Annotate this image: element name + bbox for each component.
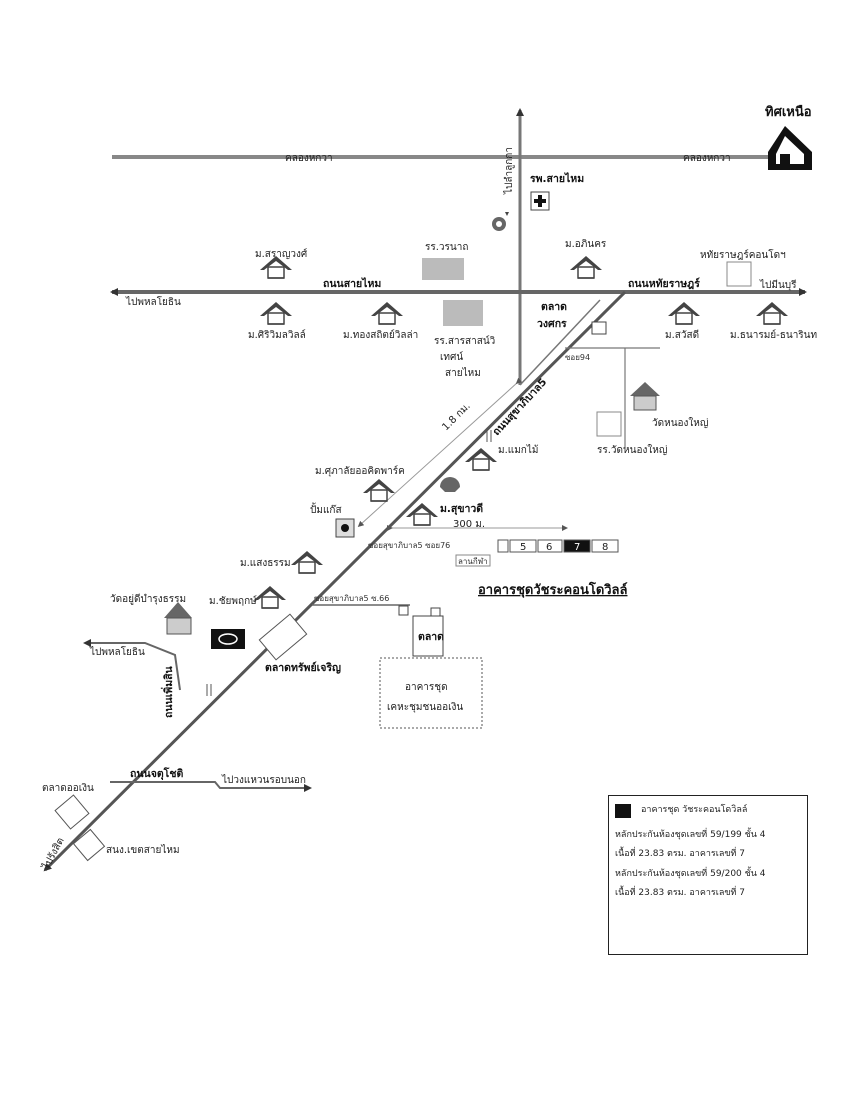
khlong-hok-wa-right-label: คลองหกวา — [683, 153, 731, 164]
or-ngoen-condo-box — [379, 657, 483, 729]
apinakorn-label: ม.อภินคร — [565, 239, 607, 250]
chatuchot-road — [110, 781, 312, 792]
wongsakorn-market-label-2: วงศกร — [537, 318, 567, 330]
apinakorn-house-icon — [569, 255, 603, 279]
sriwimon-house-icon — [259, 301, 293, 325]
petrol-station-icon — [492, 212, 509, 231]
distance-label-1: 1.8 กม. — [440, 401, 472, 433]
small-market-label: ตลาด — [418, 631, 444, 643]
shell-station-icon — [440, 477, 460, 492]
sukhapiban5-road — [43, 290, 627, 872]
district-office-box — [72, 828, 106, 862]
makmai-label: ม.แมกไม้ — [498, 444, 538, 456]
toyota-dealer-icon — [211, 629, 245, 649]
distance-line-1 — [357, 377, 523, 528]
soi-94-label: ซอย94 — [565, 353, 590, 362]
parking-label: ลานกีฬา — [458, 557, 488, 566]
legend-swatch — [615, 804, 631, 818]
distance-label-2: 300 ม. — [453, 519, 485, 530]
building-number-5: 5 — [520, 542, 526, 553]
sarasas-label-1: รร.สารสาสน์วิ — [434, 335, 495, 347]
north-compass-icon — [768, 126, 812, 170]
small-market-box — [412, 615, 444, 657]
hathairat-condo-label: หทัยราษฎร์คอนโดฯ — [700, 248, 786, 261]
hospital-label: รพ.สายไหม — [530, 172, 584, 185]
legend-line-2: เนื้อที่ 23.83 ตรม. อาคารเลขที่ 7 — [615, 849, 746, 860]
phum-sin-road — [83, 639, 181, 691]
building-number-7: 7 — [574, 542, 580, 553]
thongsathit-house-icon — [370, 301, 404, 325]
wat-bamrung-temple-icon — [164, 602, 192, 635]
soi-66-label: ซอยสุขาภิบาล5 ซ.66 — [314, 594, 389, 603]
recycle-icon — [591, 321, 607, 335]
legend-box: อาคารชุด วัชระคอนโดวิลล์ หลักประกันห้องช… — [608, 795, 808, 955]
saranwong-label: ม.สราญวงศ์ — [255, 248, 308, 260]
thongsathit-label: ม.ทองสถิตย์วิลล่า — [343, 329, 418, 341]
or-ngoen-market-label: ตลาดออเงิน — [42, 783, 94, 794]
sarasas-label-3: สายไหม — [445, 367, 481, 379]
legend-key: อาคารชุด วัชระคอนโดวิลล์ — [615, 804, 801, 818]
sarasas-school-image — [443, 300, 483, 326]
or-ngoen-condo-label-2: เคหะชุมชนออเงิน — [387, 702, 463, 713]
or-ngoen-condo-label-1: อาคารชุด — [405, 682, 448, 693]
thanarom-label: ม.ธนารมย์-ธนารินท — [730, 329, 817, 341]
to-min-buri-label: ไปมีนบุรี — [759, 279, 797, 291]
sai-mai-road-label: ถนนสายไหม — [323, 277, 381, 290]
wat-bamrung-label: วัดอยู่ดีบำรุงธรรม — [110, 593, 186, 605]
sukhapiban5-road-label: ถนนสุขาภิบาล5 — [490, 376, 550, 439]
sawatdee-house-icon — [667, 301, 701, 325]
saengtham-house-icon — [290, 550, 324, 574]
market-road-diagonal — [519, 299, 601, 386]
gas-station-label: ปั้มแก๊ส — [310, 502, 342, 516]
phum-sin-road-label: ถนนเพิ่มสิน — [160, 665, 175, 718]
legend-line-4: เนื้อที่ 23.83 ตรม. อาคารเลขที่ 7 — [615, 887, 746, 898]
compass-label: ทิศเหนือ — [765, 104, 812, 120]
khlong-hok-wa-left-label: คลองหกวา — [285, 153, 333, 164]
wat-nong-yai-label: วัดหนองใหญ่ — [652, 417, 708, 429]
worranat-school-label: รร.วรนาถ — [425, 242, 468, 253]
to-phahonyothin-bottom-label: ไปพหลโยธิน — [89, 645, 145, 658]
saengtham-label: ม.แสงธรรม — [240, 558, 291, 569]
legend-key-label: อาคารชุด วัชระคอนโดวิลล์ — [641, 805, 748, 816]
wat-nong-yai-school-label: รร.วัดหนองใหญ่ — [597, 444, 667, 456]
sukhawadee-label: ม.สุขาวดี — [440, 502, 483, 516]
sarasas-label-2: เทศน์ — [440, 351, 463, 363]
sap-charoen-market-label: ตลาดทรัพย์เจริญ — [265, 661, 341, 674]
project-title: อาคารชุดวัชระคอนโดวิลล์ — [478, 581, 628, 598]
to-phahonyothin-top-label: ไปพหลโยธิน — [125, 295, 181, 308]
chaiyaphruek-label: ม.ชัยพฤกษ์ — [209, 595, 257, 607]
legend-line-1: หลักประกันห้องชุดเลขที่ 59/199 ชั้น 4 — [615, 830, 766, 840]
or-ngoen-market-box — [54, 794, 90, 830]
wat-nong-yai-school-icon — [596, 411, 622, 437]
suphalai-label: ม.ศุภาลัยออคิดพาร์ค — [315, 465, 405, 477]
sawatdee-label: ม.สวัสดี — [665, 329, 699, 341]
hathairat-road-label: ถนนหทัยราษฎร์ — [628, 277, 700, 290]
makmai-house-icon — [464, 447, 498, 471]
sriwimon-label: ม.ศิริวิมลวิลล์ — [248, 329, 306, 341]
chatuchot-road-label: ถนนจตุโชติ — [130, 767, 183, 781]
thanarom-house-icon — [755, 301, 789, 325]
building-number-6: 6 — [546, 542, 552, 553]
wongsakorn-market-label-1: ตลาด — [541, 301, 567, 313]
legend-line-3: หลักประกันห้องชุดเลขที่ 59/200 ชั้น 4 — [615, 868, 766, 879]
chaiyaphruek-house-icon — [253, 585, 287, 609]
to-wongwaen-label: ไปวงแหวนรอบนอก — [221, 774, 306, 786]
sap-charoen-market-box — [258, 613, 308, 661]
building-row — [497, 539, 619, 553]
hathairat-condo-icon — [726, 261, 752, 287]
to-lam-luk-ka-label: ไปลำลูกกา — [503, 147, 515, 195]
convenience-store-icon-1 — [398, 605, 409, 616]
worranat-school-image — [422, 258, 464, 280]
building-number-8: 8 — [602, 542, 608, 553]
wat-nong-yai-temple-icon — [630, 382, 660, 411]
district-office-label: สนง.เขตสายไหม — [106, 844, 180, 856]
soi-76-label: ซอยสุขาภิบาล5 ซอย76 — [368, 541, 450, 550]
